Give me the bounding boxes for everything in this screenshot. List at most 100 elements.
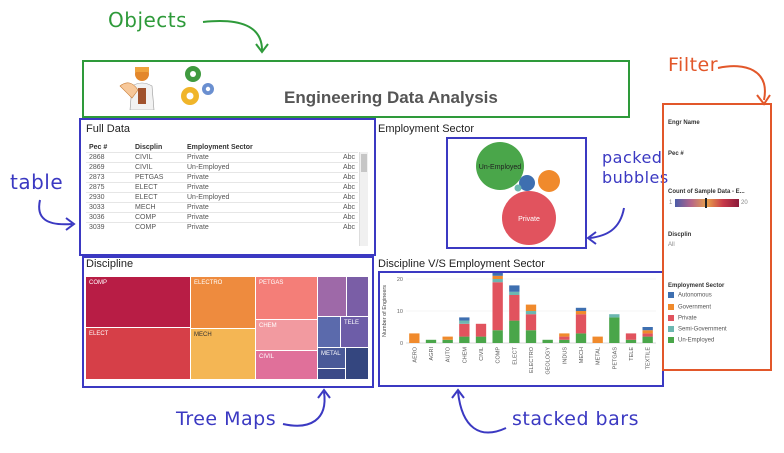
bar-segment[interactable] bbox=[525, 330, 537, 343]
bar-segment[interactable] bbox=[525, 304, 537, 311]
treemap-cell-b[interactable] bbox=[347, 277, 368, 316]
bubble-un-employed[interactable] bbox=[476, 142, 524, 190]
legend-item-private[interactable]: Private bbox=[668, 315, 697, 322]
bar-segment[interactable] bbox=[442, 336, 453, 340]
column-header-discplin[interactable]: Discplin bbox=[135, 143, 163, 151]
bar-segment[interactable] bbox=[509, 291, 520, 295]
bar-segment[interactable] bbox=[425, 339, 437, 343]
table-cell: Private bbox=[184, 202, 322, 213]
treemap-cell-e[interactable] bbox=[346, 348, 368, 379]
x-tick-label: PETGAS bbox=[612, 347, 618, 370]
table-cell: Un-Employed bbox=[184, 162, 322, 173]
bar-segment[interactable] bbox=[609, 317, 620, 343]
bar-segment[interactable] bbox=[542, 339, 553, 343]
treemap-cell-electro[interactable]: ELECTRO bbox=[191, 277, 255, 328]
treemap-cell-a[interactable] bbox=[318, 277, 346, 316]
bar-segment[interactable] bbox=[459, 336, 470, 343]
table-cell: Private bbox=[184, 152, 322, 163]
bubble-private[interactable] bbox=[502, 191, 556, 245]
treemap-cell-d[interactable] bbox=[318, 369, 345, 379]
bar-segment[interactable] bbox=[525, 314, 537, 331]
banner-frame bbox=[82, 60, 630, 118]
treemap-cell-tele[interactable]: TELE bbox=[341, 317, 368, 347]
legend-item-autonomous[interactable]: Autonomous bbox=[668, 292, 712, 299]
bubble-semi-government[interactable] bbox=[514, 184, 522, 192]
range-max: 20 bbox=[741, 200, 748, 206]
bar-segment[interactable] bbox=[525, 311, 537, 315]
bar-segment[interactable] bbox=[475, 323, 487, 337]
bar-segment[interactable] bbox=[625, 339, 637, 343]
bubble-government[interactable] bbox=[538, 170, 560, 192]
bar-segment[interactable] bbox=[492, 330, 503, 343]
bar-segment[interactable] bbox=[559, 339, 570, 343]
treemap-cell-elect[interactable]: ELECT bbox=[86, 328, 190, 379]
treemap-cell-chem[interactable]: CHEM bbox=[256, 320, 317, 350]
bar-segment[interactable] bbox=[642, 336, 653, 343]
bar-segment[interactable] bbox=[642, 327, 653, 331]
bubble-label-private: Private bbox=[518, 216, 540, 223]
bar-segment[interactable] bbox=[459, 323, 470, 337]
engineer-illustration bbox=[119, 67, 155, 110]
bar-segment[interactable] bbox=[642, 330, 653, 334]
bar-segment[interactable] bbox=[492, 279, 503, 283]
bar-segment[interactable] bbox=[409, 333, 420, 343]
bar-segment[interactable] bbox=[509, 285, 520, 292]
table-cell: MECH bbox=[132, 202, 184, 213]
bar-segment[interactable] bbox=[609, 314, 620, 318]
column-header-employment-sector[interactable]: Employment Sector bbox=[187, 143, 253, 151]
bar-segment[interactable] bbox=[559, 336, 570, 340]
treemap-cell-comp[interactable]: COMP bbox=[86, 277, 190, 327]
scrollbar-thumb[interactable] bbox=[361, 154, 367, 172]
bar-segment[interactable] bbox=[459, 317, 470, 321]
filter-discplin-value[interactable]: All bbox=[668, 242, 675, 248]
bubble-autonomous[interactable] bbox=[519, 175, 535, 191]
table-frame bbox=[79, 118, 376, 256]
bar-segment[interactable] bbox=[575, 311, 587, 315]
column-header-pec[interactable]: Pec # bbox=[89, 143, 108, 151]
filter-label-employment-sector: Employment Sector bbox=[668, 283, 725, 289]
bar-segment[interactable] bbox=[575, 314, 587, 334]
annotation-packed-bubbles: packed bubbles bbox=[602, 148, 669, 188]
bar-segment[interactable] bbox=[475, 336, 487, 343]
treemap-cell-metal[interactable]: METAL bbox=[318, 348, 345, 368]
x-tick-label: AUTO bbox=[446, 346, 452, 362]
legend-item-un-employed[interactable]: Un-Employed bbox=[668, 337, 714, 344]
table-cell: 3033 bbox=[86, 202, 132, 213]
legend-swatch bbox=[668, 337, 674, 343]
scrollbar[interactable] bbox=[359, 152, 368, 246]
bar-segment[interactable] bbox=[575, 333, 587, 343]
treemap-cell-civil[interactable]: CIVIL bbox=[256, 351, 317, 379]
bar-segment[interactable] bbox=[509, 320, 520, 343]
treemap-cell-c[interactable] bbox=[318, 317, 340, 347]
bar-segment[interactable] bbox=[492, 275, 503, 279]
annotation-table: table bbox=[10, 170, 64, 194]
bar-segment[interactable] bbox=[442, 339, 453, 343]
legend-label: Un-Employed bbox=[678, 337, 715, 344]
bar-segment[interactable] bbox=[492, 273, 503, 276]
bar-segment[interactable] bbox=[625, 333, 637, 340]
bar-segment[interactable] bbox=[559, 333, 570, 337]
annotation-tree-maps: Tree Maps bbox=[176, 408, 277, 430]
bar-segment[interactable] bbox=[642, 333, 653, 337]
treemap-cell-mech[interactable]: MECH bbox=[191, 329, 255, 379]
bar-segment[interactable] bbox=[509, 295, 520, 321]
range-marker[interactable] bbox=[705, 198, 707, 208]
bar-segment[interactable] bbox=[575, 307, 587, 311]
bar-segment[interactable] bbox=[459, 320, 470, 324]
legend-item-semi-government[interactable]: Semi-Government bbox=[668, 326, 727, 333]
legend-item-government[interactable]: Government bbox=[668, 304, 711, 311]
treemap-cell-petgas[interactable]: PETGAS bbox=[256, 277, 317, 319]
color-range-slider[interactable] bbox=[675, 198, 739, 208]
bar-segment[interactable] bbox=[592, 336, 603, 343]
bar-segment[interactable] bbox=[492, 282, 503, 331]
